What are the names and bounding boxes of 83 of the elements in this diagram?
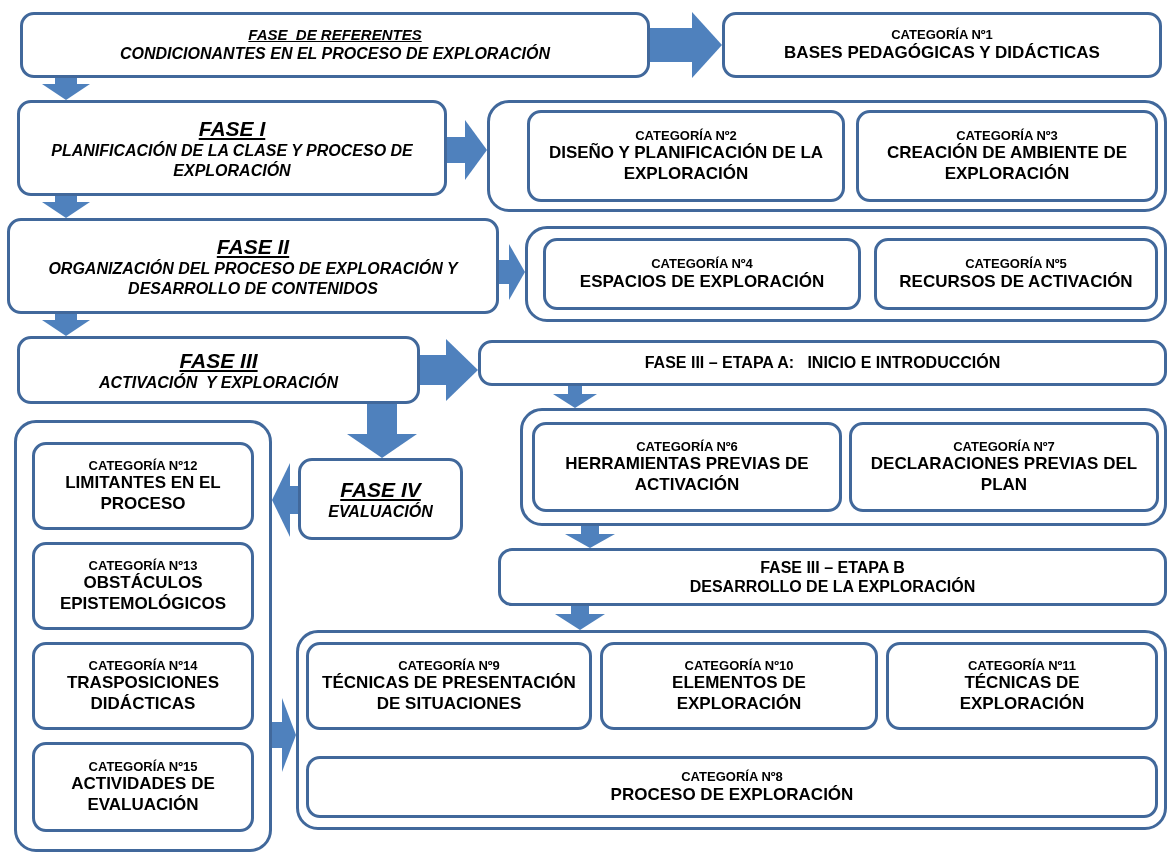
phase-box: [17, 336, 420, 404]
box-text: CREACIÓN DE AMBIENTE DE EXPLORACIÓN: [885, 143, 1129, 185]
category-box: [722, 12, 1162, 78]
box-text: TÉCNICAS DE EXPLORACIÓN: [958, 673, 1086, 715]
box-text: PROCESO DE EXPLORACIÓN: [610, 784, 854, 805]
container-box: [14, 420, 272, 852]
block-arrow: [553, 386, 597, 408]
box-text: DISEÑO Y PLANIFICACIÓN DE LA EXPLORACIÓN: [547, 143, 825, 185]
box-text: FASE III – ETAPA A: INICIO E INTRODUCCIÓN: [644, 353, 1001, 373]
block-arrow: [420, 339, 478, 401]
box-text: LIMITANTES EN EL PROCESO: [64, 473, 222, 515]
box-text: RECURSOS DE ACTIVACIÓN: [899, 271, 1133, 292]
box-heading: FASE I: [198, 116, 266, 142]
box-text: ESPACIOS DE EXPLORACIÓN: [579, 271, 825, 292]
box-heading: FASE DE REFERENTES: [248, 26, 422, 45]
box-text: ACTIVIDADES DE EVALUACIÓN: [70, 774, 216, 816]
stage-box: [478, 340, 1167, 386]
block-arrow: [42, 78, 90, 100]
category-box: [32, 642, 254, 730]
box-heading: FASE III: [179, 347, 258, 373]
box-heading: CATEGORÍA Nº15: [88, 758, 198, 775]
category-box: [532, 422, 842, 512]
box-heading: CATEGORÍA Nº9: [398, 657, 500, 673]
block-arrow: [447, 120, 487, 180]
box-heading: CATEGORÍA Nº12: [88, 457, 198, 474]
block-arrow: [565, 526, 615, 548]
box-heading: CATEGORÍA Nº3: [956, 127, 1058, 143]
category-box: [849, 422, 1159, 512]
container-box: [296, 630, 1167, 830]
box-heading: CATEGORÍA Nº13: [88, 557, 198, 573]
category-box: [306, 642, 592, 730]
box-heading: CATEGORÍA Nº10: [684, 657, 794, 674]
box-text: ORGANIZACIÓN DEL PROCESO DE EXPLORACIÓN Y DESARROLLO DE CONTENIDOS: [47, 259, 460, 298]
category-box: [874, 238, 1158, 310]
box-heading: CATEGORÍA Nº4: [651, 256, 753, 272]
category-box: [32, 442, 254, 530]
container-box: [525, 226, 1167, 322]
box-text: PLANIFICACIÓN DE LA CLASE Y PROCESO DE EXPLORACIÓN: [50, 141, 414, 180]
category-box: [32, 542, 254, 630]
category-box: [527, 110, 845, 202]
box-heading: FASE III – ETAPA B: [760, 557, 905, 577]
phase-box: [17, 100, 447, 196]
box-text: EVALUACIÓN: [328, 502, 433, 522]
stage-box: [498, 548, 1167, 606]
block-arrow: [42, 196, 90, 218]
box-text: TRASPOSICIONES DIDÁCTICAS: [65, 673, 221, 715]
category-box: [600, 642, 878, 730]
phase-box: [20, 12, 650, 78]
box-text: DESARROLLO DE LA EXPLORACIÓN: [689, 577, 976, 597]
category-box: [32, 742, 254, 832]
block-arrow: [42, 314, 90, 336]
block-arrow: [555, 606, 605, 630]
category-box: [856, 110, 1158, 202]
box-text: TÉCNICAS DE PRESENTACIÓN DE SITUACIONES: [321, 673, 577, 715]
box-text: DECLARACIONES PREVIAS DEL PLAN: [869, 454, 1139, 496]
box-heading: CATEGORÍA Nº1: [891, 27, 993, 43]
block-arrow: [650, 12, 722, 78]
container-box: [487, 100, 1167, 212]
box-text: ACTIVACIÓN Y EXPLORACIÓN: [98, 373, 339, 393]
box-heading: CATEGORÍA Nº6: [636, 438, 738, 455]
box-heading: CATEGORÍA Nº7: [953, 438, 1055, 455]
box-text: ELEMENTOS DE EXPLORACIÓN: [671, 673, 807, 715]
phase-box: [298, 458, 463, 540]
block-arrow: [499, 244, 525, 300]
box-text: CONDICIONANTES EN EL PROCESO DE EXPLORACIÓN: [120, 44, 550, 64]
box-heading: CATEGORÍA Nº8: [681, 769, 783, 785]
phase-box: [7, 218, 499, 314]
box-heading: CATEGORÍA Nº14: [88, 657, 198, 674]
category-box: [543, 238, 861, 310]
category-box: [306, 756, 1158, 818]
box-text: OBSTÁCULOS EPISTEMOLÓGICOS: [58, 573, 228, 615]
box-heading: FASE II: [216, 234, 290, 260]
category-box: [886, 642, 1158, 730]
box-heading: CATEGORÍA Nº2: [635, 127, 737, 143]
box-heading: CATEGORÍA Nº11: [967, 657, 1076, 673]
block-arrow: [347, 404, 417, 458]
box-heading: CATEGORÍA Nº5: [965, 256, 1067, 272]
block-arrow: [272, 463, 298, 537]
container-box: [520, 408, 1167, 526]
box-text: BASES PEDAGÓGICAS Y DIDÁCTICAS: [784, 42, 1100, 63]
box-heading: FASE IV: [340, 476, 421, 502]
block-arrow: [272, 698, 296, 772]
box-text: HERRAMIENTAS PREVIAS DE ACTIVACIÓN: [564, 454, 810, 496]
